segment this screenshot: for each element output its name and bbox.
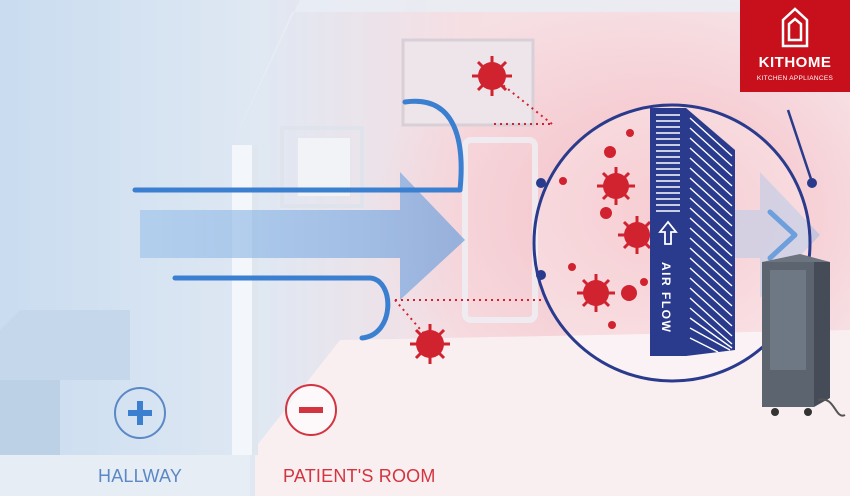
airflow-curl-bottom xyxy=(359,275,391,341)
hallway-label: HALLWAY xyxy=(98,466,183,486)
main-arrow-head xyxy=(767,209,798,261)
door-window xyxy=(298,138,350,196)
hallway-floor xyxy=(0,455,250,496)
hepa-filter xyxy=(650,108,735,356)
wall-window xyxy=(401,38,535,127)
air-flow-label: AIR FLOW xyxy=(659,262,673,333)
virus-icon xyxy=(597,167,635,205)
minus-icon xyxy=(285,384,337,436)
magnifier-dot xyxy=(536,270,546,280)
room-floor xyxy=(255,330,850,496)
plus-icon xyxy=(114,387,166,439)
magnifier-dot xyxy=(807,178,817,188)
virus-icon xyxy=(410,324,450,364)
patient-room-label: PATIENT'S ROOM xyxy=(283,466,436,486)
virus-icon xyxy=(472,56,512,96)
magnifier-line xyxy=(786,109,814,183)
magnifier-dot xyxy=(536,178,546,188)
logo-name: KITHOME xyxy=(758,54,832,71)
air-purifier-unit xyxy=(762,254,846,417)
logo-tagline: KITCHEN APPLIANCES xyxy=(756,75,834,82)
virus-icon xyxy=(577,274,615,312)
partition-wall-edge xyxy=(252,145,258,455)
house-logo-icon xyxy=(781,7,809,48)
door-frame xyxy=(280,126,364,208)
airflow-curl-top xyxy=(402,98,464,193)
up-arrow-icon xyxy=(658,220,678,245)
particles xyxy=(559,129,648,329)
hallway-bench xyxy=(0,310,130,380)
kithome-logo: KITHOME KITCHEN APPLIANCES xyxy=(740,0,850,92)
virus-icon xyxy=(618,216,656,254)
